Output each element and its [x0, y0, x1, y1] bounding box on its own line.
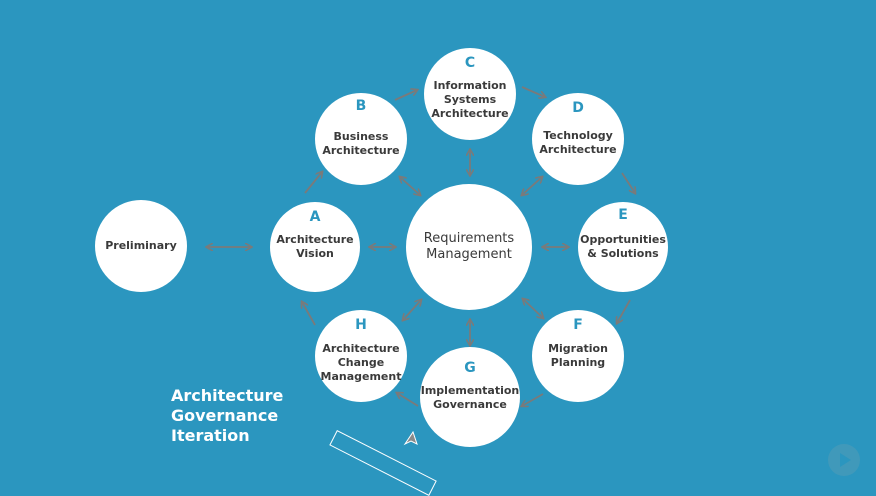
node-letter: H: [355, 317, 367, 333]
node-letter: G: [464, 360, 476, 376]
node-label: Information Systems Architecture: [431, 79, 509, 120]
node-letter: D: [572, 100, 584, 116]
node-requirements-management: Requirements Management: [406, 184, 532, 310]
node-f-migration-planning: F Migration Planning: [532, 310, 624, 402]
arrow-e-f: [617, 299, 631, 323]
node-h-architecture-change-management: H Architecture Change Management: [315, 310, 407, 402]
node-label: Technology Architecture: [539, 129, 617, 156]
node-label: Opportunities & Solutions: [580, 233, 666, 260]
node-letter: C: [464, 55, 476, 71]
caption-architecture-governance-iteration: Architecture Governance Iteration: [171, 386, 284, 445]
arrow-c-d: [521, 86, 545, 97]
node-letter: F: [573, 317, 583, 333]
node-g-implementation-governance: G Implementation Governance: [420, 347, 520, 447]
node-letter: A: [309, 209, 321, 225]
arrow-center-f: [523, 299, 543, 318]
node-label: Business Architecture: [322, 130, 400, 157]
arrow-d-e: [621, 172, 635, 193]
node-letter: B: [355, 98, 367, 114]
node-b-business-architecture: B Business Architecture: [315, 93, 407, 185]
node-e-opportunities-solutions: E Opportunities & Solutions: [578, 202, 668, 292]
node-label: Architecture Change Management: [320, 342, 402, 383]
arrow-center-b: [400, 177, 420, 195]
arrow-h-a: [302, 302, 316, 326]
node-label: Requirements Management: [423, 231, 515, 262]
node-label: Architecture Vision: [276, 233, 354, 260]
node-label: Implementation Governance: [420, 384, 520, 411]
node-a-architecture-vision: A Architecture Vision: [270, 202, 360, 292]
node-d-technology-architecture: D Technology Architecture: [532, 93, 624, 185]
arrow-f-g: [522, 393, 544, 406]
node-c-information-systems-architecture: C Information Systems Architecture: [424, 48, 516, 140]
cursor-arrow-icon: [403, 430, 418, 446]
node-label: Preliminary: [105, 239, 177, 252]
arrow-b-c: [394, 90, 417, 101]
arrow-center-h: [403, 300, 421, 320]
arrow-g-h: [397, 393, 419, 407]
play-watermark-icon: [828, 444, 860, 476]
arrow-center-d: [522, 177, 542, 195]
node-letter: E: [618, 207, 628, 223]
node-label: Migration Planning: [548, 342, 608, 369]
node-preliminary: Preliminary: [95, 200, 187, 292]
arrow-a-b: [304, 172, 322, 194]
